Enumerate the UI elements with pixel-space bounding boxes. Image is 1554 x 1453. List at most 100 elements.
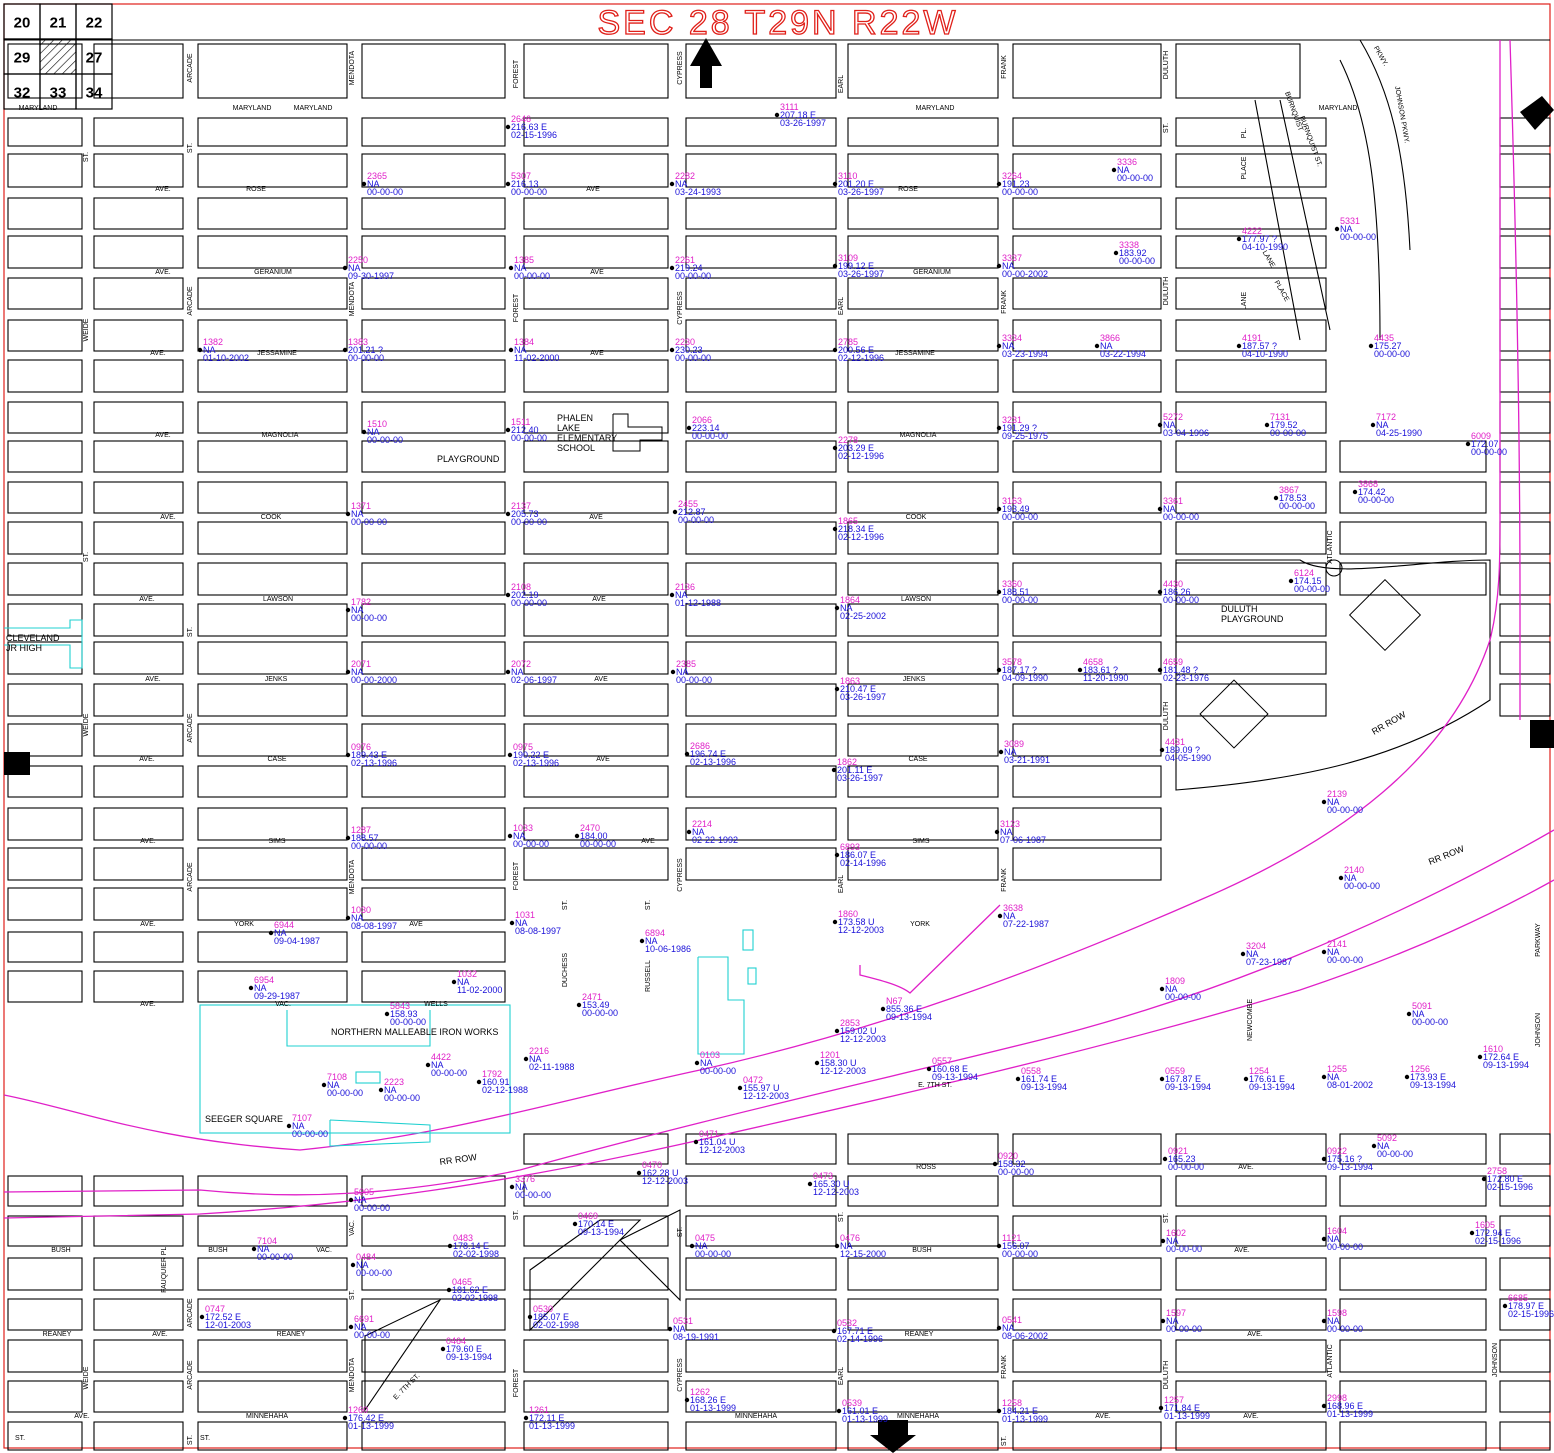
benchmark-marker[interactable] [523, 1056, 529, 1062]
benchmark-marker[interactable] [667, 1326, 673, 1332]
benchmark-marker[interactable] [1160, 1238, 1166, 1244]
benchmark-marker[interactable] [1469, 1230, 1475, 1236]
benchmark-marker[interactable] [686, 425, 692, 431]
benchmark-marker[interactable] [807, 1181, 813, 1187]
benchmark-marker[interactable] [689, 1243, 695, 1249]
benchmark-marker[interactable] [197, 347, 203, 353]
benchmark-marker[interactable] [1243, 1076, 1249, 1082]
benchmark-marker[interactable] [1321, 1156, 1327, 1162]
benchmark-marker[interactable] [342, 1415, 348, 1421]
benchmark-marker[interactable] [831, 1328, 837, 1334]
benchmark-marker[interactable] [574, 833, 580, 839]
benchmark-marker[interactable] [342, 347, 348, 353]
benchmark-marker[interactable] [684, 1397, 690, 1403]
benchmark-marker[interactable] [1264, 422, 1270, 428]
benchmark-marker[interactable] [684, 751, 690, 757]
benchmark-marker[interactable] [1338, 875, 1344, 881]
benchmark-marker[interactable] [361, 429, 367, 435]
benchmark-marker[interactable] [378, 1087, 384, 1093]
benchmark-marker[interactable] [342, 265, 348, 271]
benchmark-marker[interactable] [1157, 589, 1163, 595]
benchmark-marker[interactable] [251, 1246, 257, 1252]
benchmark-marker[interactable] [508, 347, 514, 353]
benchmark-marker[interactable] [1334, 226, 1340, 232]
benchmark-marker[interactable] [248, 985, 254, 991]
benchmark-marker[interactable] [996, 263, 1002, 269]
benchmark-marker[interactable] [997, 913, 1003, 919]
benchmark-marker[interactable] [834, 686, 840, 692]
benchmark-marker[interactable] [199, 1314, 205, 1320]
benchmark-marker[interactable] [1465, 441, 1471, 447]
benchmark-marker[interactable] [1288, 578, 1294, 584]
benchmark-marker[interactable] [1404, 1074, 1410, 1080]
benchmark-marker[interactable] [1157, 667, 1163, 673]
benchmark-marker[interactable] [1321, 949, 1327, 955]
benchmark-marker[interactable] [1159, 747, 1165, 753]
benchmark-marker[interactable] [345, 915, 351, 921]
benchmark-marker[interactable] [996, 1408, 1002, 1414]
benchmark-marker[interactable] [1162, 1156, 1168, 1162]
benchmark-marker[interactable] [996, 667, 1002, 673]
benchmark-marker[interactable] [350, 1262, 356, 1268]
benchmark-marker[interactable] [1111, 167, 1117, 173]
benchmark-marker[interactable] [1159, 986, 1165, 992]
benchmark-marker[interactable] [446, 1287, 452, 1293]
benchmark-marker[interactable] [1481, 1176, 1487, 1182]
benchmark-marker[interactable] [996, 425, 1002, 431]
benchmark-marker[interactable] [1077, 667, 1083, 673]
benchmark-marker[interactable] [669, 265, 675, 271]
benchmark-marker[interactable] [505, 124, 511, 130]
benchmark-marker[interactable] [996, 343, 1002, 349]
benchmark-marker[interactable] [669, 181, 675, 187]
benchmark-marker[interactable] [348, 1197, 354, 1203]
benchmark-marker[interactable] [686, 829, 692, 835]
benchmark-marker[interactable] [527, 1314, 533, 1320]
benchmark-marker[interactable] [996, 1325, 1002, 1331]
